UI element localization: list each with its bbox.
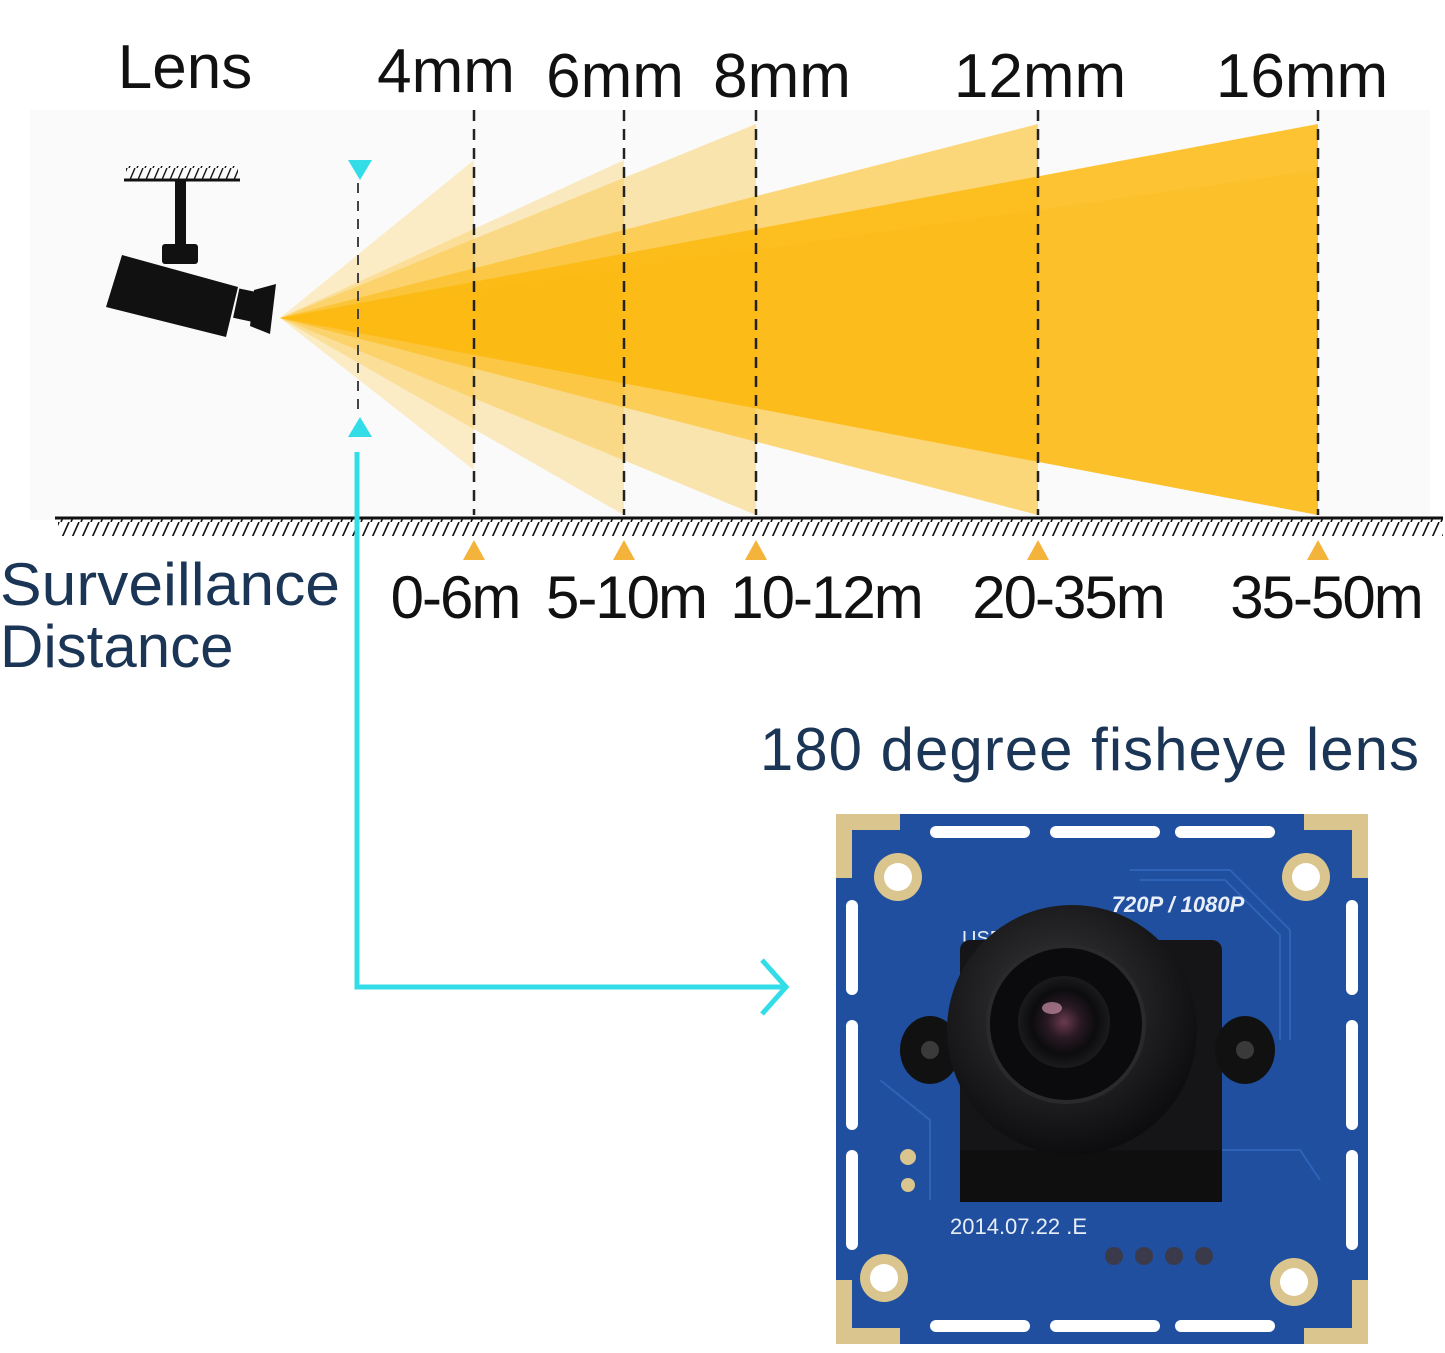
distance-value: 10-12m [730, 564, 921, 631]
resolution-label: 720P / 1080P [1112, 892, 1245, 917]
distance-value: 20-35m [972, 564, 1163, 631]
distance-label: Distance [0, 613, 233, 680]
distance-value: 5-10m [546, 564, 706, 631]
camera-board: 720P / 1080P USB 2014.07.22 .E [836, 814, 1368, 1344]
beam-8mm [280, 124, 756, 515]
fisheye-lens-icon [947, 905, 1197, 1155]
distance-value: 35-50m [1230, 564, 1421, 631]
surveillance-label: Surveillance [0, 551, 340, 618]
marker-triangle-icon [463, 540, 485, 560]
lens-heading: Lens [118, 33, 252, 102]
beam-core [280, 170, 1318, 515]
ground-line [55, 516, 1443, 536]
distance-markers [463, 540, 1329, 560]
beam-6mm [280, 160, 624, 515]
marker-triangle-icon [613, 540, 635, 560]
focal-label: 12mm [954, 42, 1126, 111]
fisheye-title: 180 degree fisheye lens [760, 716, 1420, 783]
ceiling-mount-icon [124, 166, 240, 264]
focal-label: 4mm [377, 37, 515, 106]
focal-label: 8mm [713, 42, 851, 111]
distance-value: 0-6m [391, 564, 520, 631]
date-label: 2014.07.22 .E [950, 1214, 1087, 1239]
marker-triangle-icon [745, 540, 767, 560]
focal-label: 6mm [546, 42, 684, 111]
beam-4mm [280, 160, 474, 470]
camera-icon [106, 255, 276, 337]
beam-12mm [280, 124, 1038, 515]
view-beams [280, 124, 1318, 515]
marker-triangle-icon [1027, 540, 1049, 560]
lens-dashed-lines [472, 110, 1320, 515]
focal-label: 16mm [1216, 42, 1388, 111]
marker-triangle-icon [1307, 540, 1329, 560]
cyan-arrow [348, 160, 790, 1016]
